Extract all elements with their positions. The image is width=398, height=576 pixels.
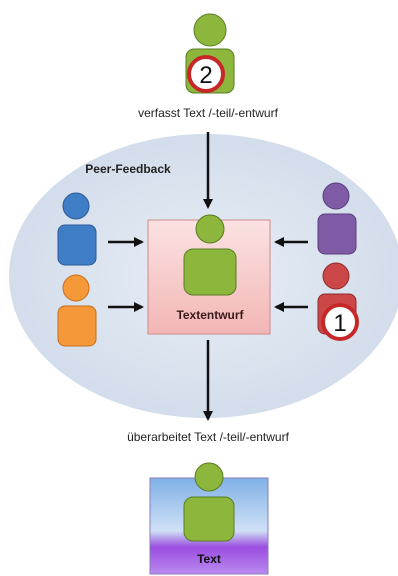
revise-caption: überarbeitet Text /-teil/-entwurf [127,430,290,444]
badge-author: 2 [187,55,225,93]
final-text-label: Text [197,552,221,566]
reviewer-blue-icon [57,192,97,266]
badge-reviewer-number: 1 [333,310,346,337]
draft-label: Textentwurf [176,308,244,322]
badge-reviewer: 1 [321,303,359,341]
peer-feedback-label: Peer-Feedback [85,162,171,176]
author-caption: verfasst Text /-teil/-entwurf [138,106,278,120]
reviewer-orange-icon [57,274,97,347]
draft-person-icon [183,214,237,296]
reviewer-purple-icon [317,182,357,255]
final-person-icon [183,462,235,542]
badge-author-number: 2 [199,62,212,89]
